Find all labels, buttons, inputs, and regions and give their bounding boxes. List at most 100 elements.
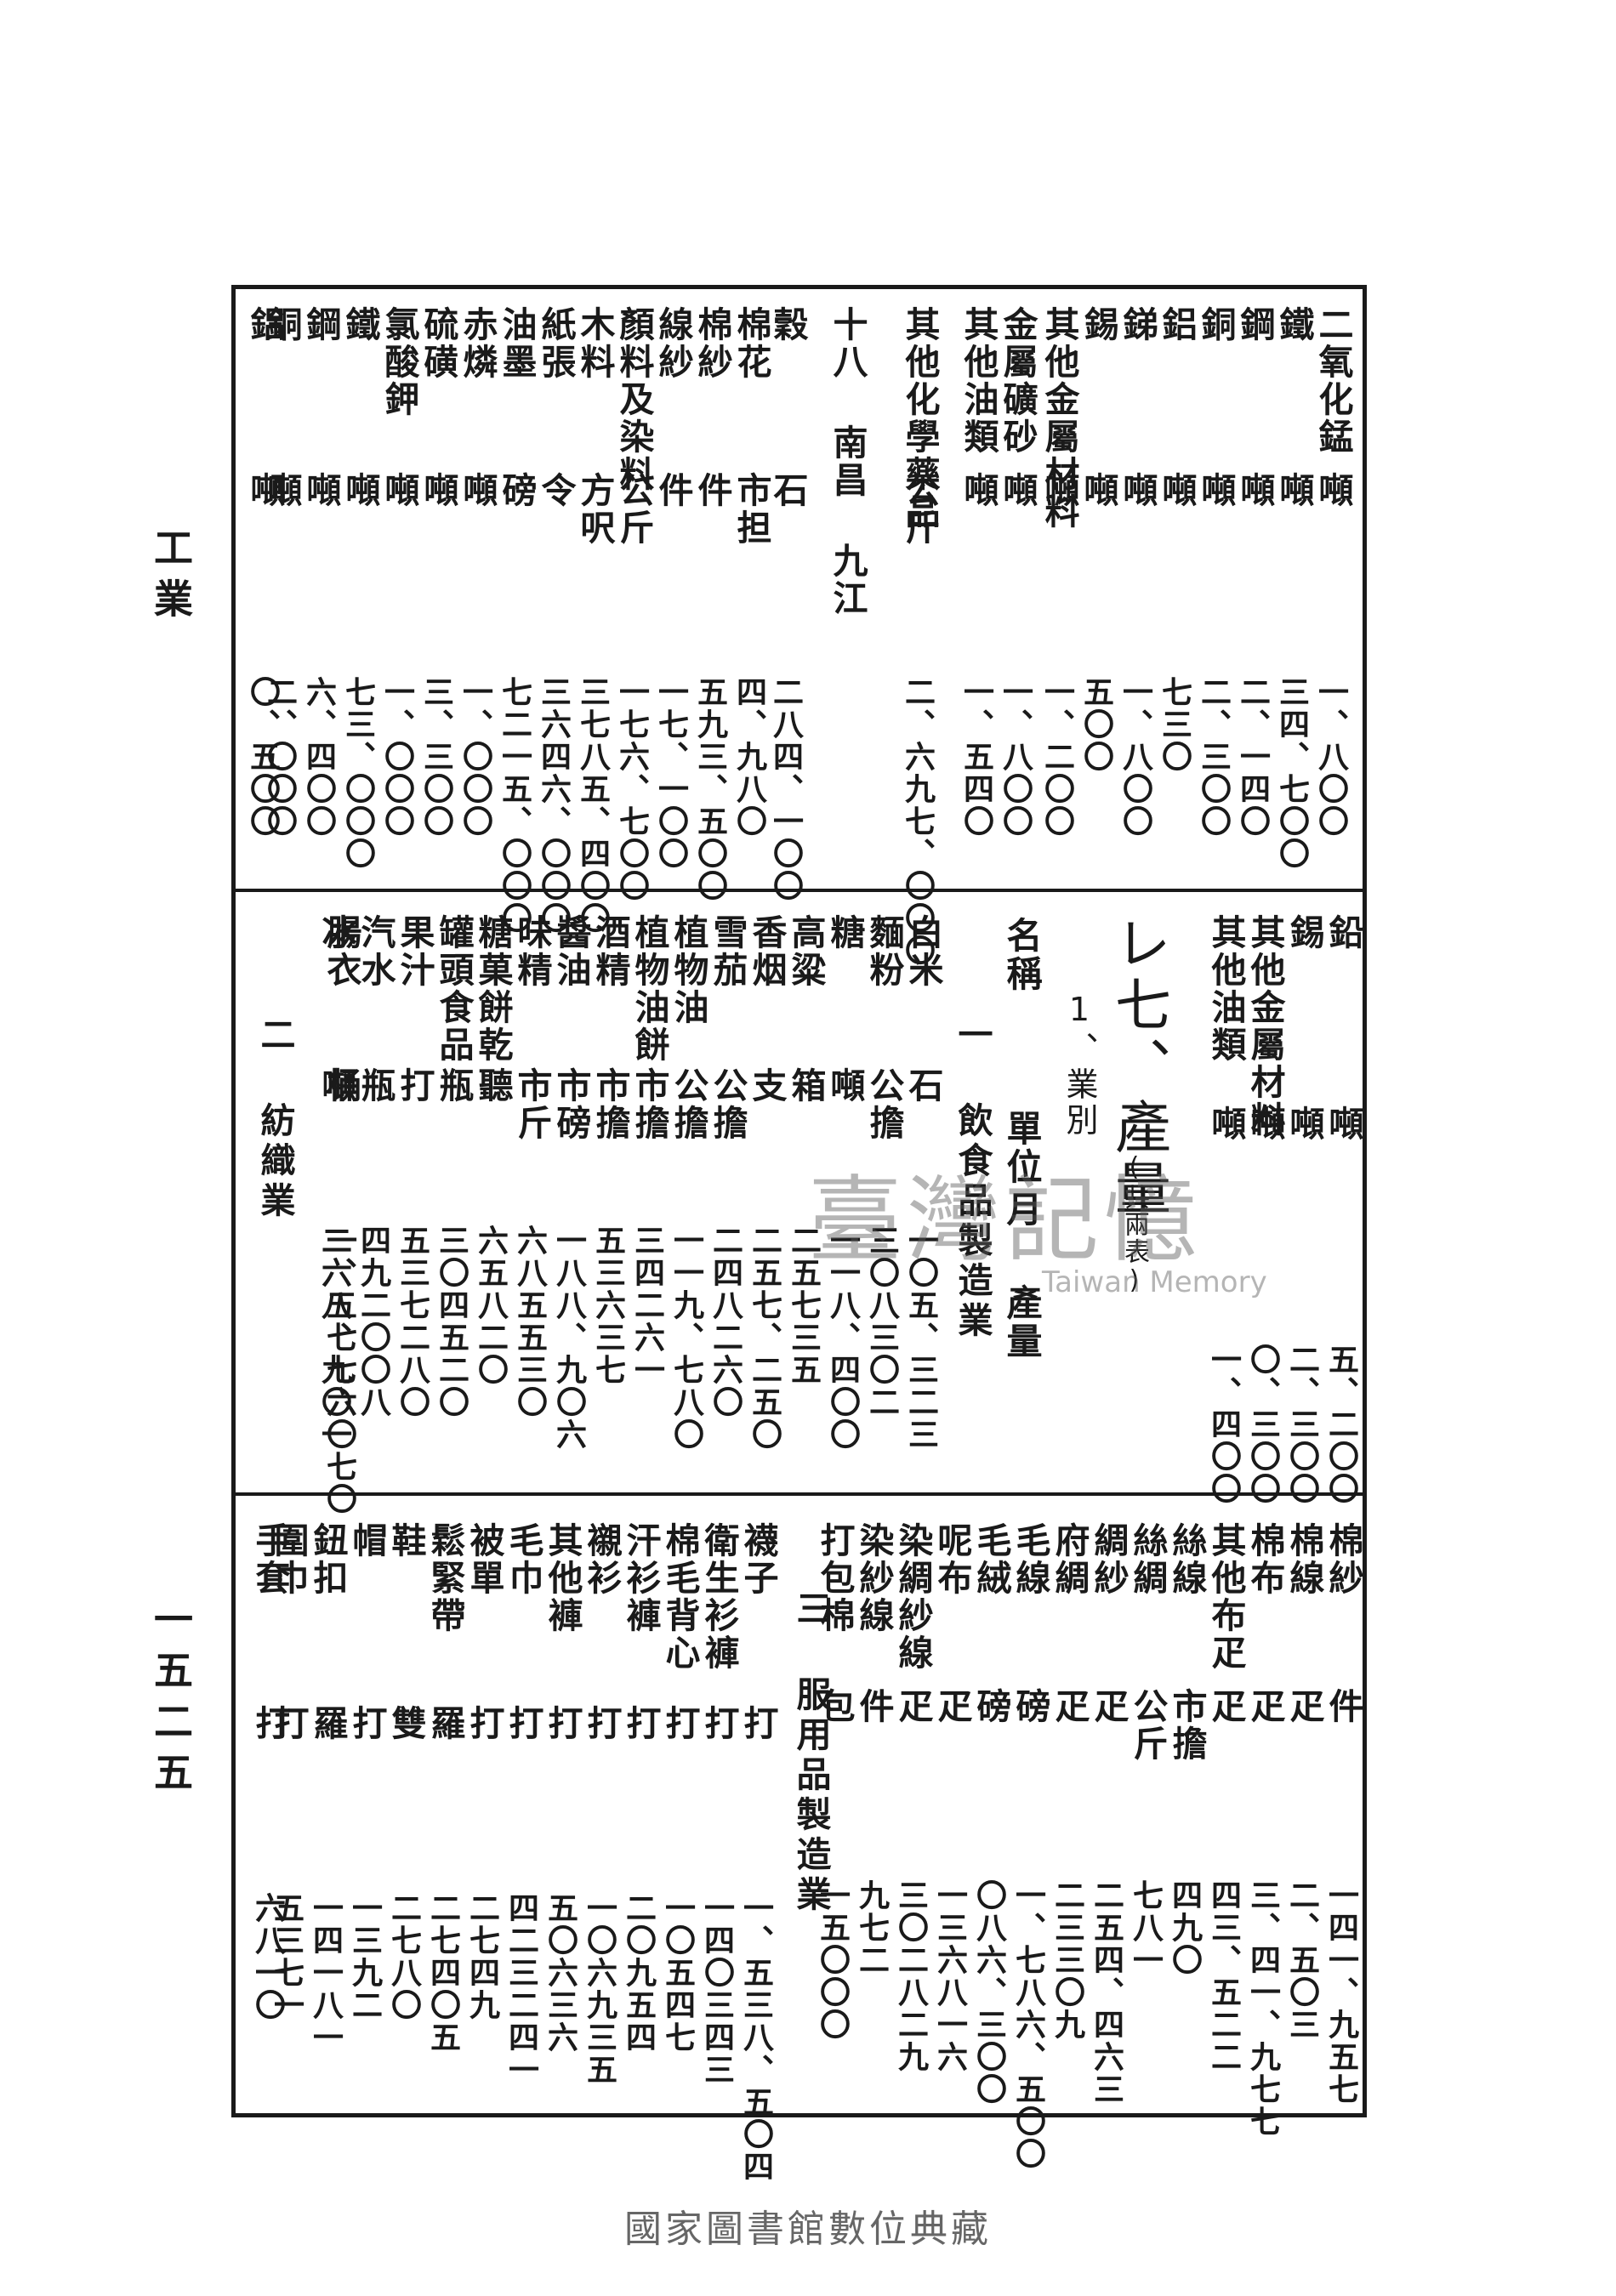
item-unit: 市磅: [550, 1067, 591, 1142]
section-title-textile: 二 紡織業: [254, 1016, 295, 1222]
item-name: 其他油類: [1205, 914, 1246, 1064]
item-name: 圍巾: [268, 1522, 309, 1597]
item-name: 高粱: [785, 914, 826, 989]
item-name: 汗衫褲: [620, 1522, 661, 1634]
item-name: 絲綢: [1127, 1522, 1168, 1597]
item-name: 其他褲: [542, 1522, 583, 1634]
item-value: 三、三〇〇: [418, 676, 454, 838]
item-name: 金屬礦砂: [997, 306, 1038, 456]
item-unit: 疋: [892, 1688, 933, 1725]
item-value: 二七四〇五: [425, 1892, 461, 2054]
item-value: 一七、一〇〇: [653, 676, 689, 870]
item-value: 四九二〇〇八: [356, 1225, 391, 1418]
item-name: 鋁: [1156, 306, 1197, 344]
item-name: 植物油餅: [629, 914, 669, 1064]
item-value: 二六八、九〇一: [316, 1225, 352, 1451]
item-unit: 磅: [496, 472, 537, 509]
item-name: 府綢: [1049, 1522, 1090, 1597]
item-unit: 疋: [931, 1688, 972, 1725]
item-unit: 磅: [970, 1688, 1011, 1725]
item-value: 四九〇: [1167, 1879, 1203, 1976]
item-name: 冰: [316, 914, 356, 952]
footer-credit: 國家圖書館數位典藏: [624, 2208, 992, 2251]
item-value: 一、七八六、五〇〇: [1010, 1879, 1046, 2170]
item-name: 其他金屬材料: [1244, 914, 1285, 1139]
item-unit: 瓶: [433, 1067, 474, 1105]
item-value: 一一九、七八〇: [669, 1225, 704, 1451]
watermark-logo: 臺灣記憶: [808, 1166, 1203, 1275]
item-unit: 件: [1323, 1688, 1363, 1725]
item-name: 顏料及染料: [613, 306, 654, 493]
item-name: 毛絨: [970, 1522, 1011, 1597]
item-unit: 噸: [316, 1067, 356, 1105]
item-name: 毛巾: [503, 1522, 543, 1597]
item-value: 二、六九七、〇〇〇: [900, 676, 936, 967]
item-unit: 噸: [1117, 472, 1158, 509]
item-unit: 雙: [385, 1705, 426, 1742]
item-unit: 市擔: [629, 1067, 669, 1142]
item-name: 木料: [574, 306, 615, 381]
item-unit: 打: [346, 1705, 387, 1742]
item-unit: 噸: [1234, 472, 1275, 509]
item-unit: 磅: [1010, 1688, 1050, 1725]
header-unit: 單位: [1001, 1110, 1043, 1186]
item-value: 二五七、二五〇: [747, 1225, 782, 1451]
page-number: 一五二五: [148, 1599, 194, 1803]
item-value: 一一八、四〇〇: [825, 1225, 861, 1451]
item-name: 銅: [261, 306, 302, 344]
item-value: 三、四一、九七七: [1245, 1879, 1281, 2138]
item-unit: 噸: [1156, 472, 1197, 509]
item-name: 赤燐: [457, 306, 498, 381]
item-unit: 打: [737, 1705, 778, 1742]
item-name: 呢布: [931, 1522, 972, 1597]
item-value: 七三、〇〇〇: [340, 676, 376, 870]
item-name: 鋁: [244, 306, 285, 344]
item-unit: 噸: [418, 472, 458, 509]
item-value: 一八八、九〇六: [551, 1225, 587, 1451]
section-heading: 十八 南昌 九江: [827, 306, 868, 617]
item-value: 二七八〇: [386, 1892, 422, 2021]
item-value: 二、三〇〇: [1284, 1344, 1320, 1505]
item-unit: 噸: [997, 472, 1038, 509]
item-value: 一、五三八、五〇四: [738, 1892, 774, 2183]
item-value: 九七二: [854, 1879, 890, 1976]
item-unit: 打: [268, 1705, 309, 1742]
item-unit: 公擔: [668, 1067, 708, 1142]
item-unit: 噸: [1078, 472, 1118, 509]
item-name: 油墨: [496, 306, 537, 381]
item-name: 其他布疋: [1205, 1522, 1246, 1672]
item-name: 衛生衫褲: [698, 1522, 739, 1672]
item-unit: 箱: [785, 1067, 826, 1105]
watermark-latin: Taiwan Memory: [1042, 1265, 1267, 1299]
item-name: 綢紗: [1088, 1522, 1129, 1597]
item-unit: 噸: [1195, 472, 1236, 509]
item-unit: 市擔: [1166, 1688, 1207, 1763]
item-unit: 石: [902, 1067, 943, 1105]
item-value: 三四、七〇〇: [1274, 676, 1310, 870]
item-unit: 噸: [824, 1067, 865, 1105]
item-value: 四、九八〇: [731, 676, 767, 838]
item-name: 棉毛背心: [659, 1522, 700, 1672]
item-name: 棉花: [731, 306, 771, 381]
item-unit: 疋: [1088, 1688, 1129, 1725]
item-unit: 打: [249, 1705, 290, 1742]
item-value: 〇、五〇〇: [245, 676, 281, 838]
item-value: 一、八〇〇: [998, 676, 1033, 838]
item-name: 銅: [1195, 306, 1236, 344]
item-name: 酒精: [589, 914, 630, 989]
item-unit: 噸: [244, 472, 285, 509]
item-value: 一、〇〇〇: [379, 676, 415, 838]
item-value: 五〇〇: [1078, 676, 1114, 773]
item-unit: 噸: [1205, 1105, 1246, 1143]
section-label: 工業: [148, 527, 194, 629]
item-name: 銻: [1117, 306, 1158, 344]
item-value: 二八四、一〇〇: [768, 676, 804, 902]
item-value: 二、〇〇〇: [262, 676, 298, 838]
item-name: 植物油: [668, 914, 708, 1026]
item-unit: 羅: [307, 1705, 348, 1742]
item-value: 一四一八一: [308, 1892, 344, 2054]
item-unit: 噸: [1273, 472, 1314, 509]
item-unit: 包: [814, 1688, 855, 1725]
item-name: 鉛: [1323, 914, 1363, 952]
